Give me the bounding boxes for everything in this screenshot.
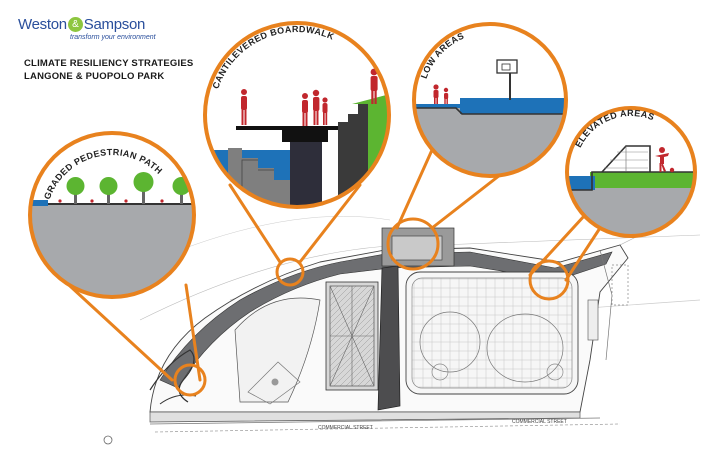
basketball-hoop-icon <box>496 59 518 100</box>
callout-low-areas <box>412 22 568 178</box>
callout-graded-path <box>28 131 196 299</box>
logo-wordmark: Weston & Sampson <box>18 16 156 33</box>
north-arrow-icon <box>103 435 113 445</box>
athletic-field <box>405 271 579 395</box>
target-graded-path <box>173 363 207 397</box>
logo-ampersand: & <box>67 17 83 32</box>
plan-targets <box>173 217 570 397</box>
tree-icons <box>66 172 191 204</box>
court-block <box>325 281 379 391</box>
company-logo: Weston & Sampson transform your environm… <box>18 16 156 41</box>
target-boardwalk <box>275 257 305 287</box>
boardwalk-band <box>159 251 613 389</box>
target-low-areas <box>386 217 440 271</box>
title-line-2: LANGONE & PUOPOLO PARK <box>24 71 165 82</box>
planting-spine <box>377 265 401 411</box>
title-line-1: CLIMATE RESILIENCY STRATEGIES <box>24 58 194 69</box>
site-plan <box>139 216 701 433</box>
diagram-title: CLIMATE RESILIENCY STRATEGIES LANGONE & … <box>24 57 193 83</box>
soccer-goal-icon <box>601 145 651 173</box>
baseball-field <box>234 297 321 405</box>
street-label-left: COMMERCIAL STREET <box>318 425 373 431</box>
logo-text-sampson: Sampson <box>83 16 146 33</box>
people-icons <box>241 68 378 126</box>
callout-boardwalk <box>203 21 391 209</box>
logo-text-weston: Weston <box>18 16 67 33</box>
logo-tagline: transform your environment <box>70 34 156 41</box>
street-label-right: COMMERCIAL STREET <box>512 419 567 425</box>
target-elevated-areas <box>528 259 570 301</box>
